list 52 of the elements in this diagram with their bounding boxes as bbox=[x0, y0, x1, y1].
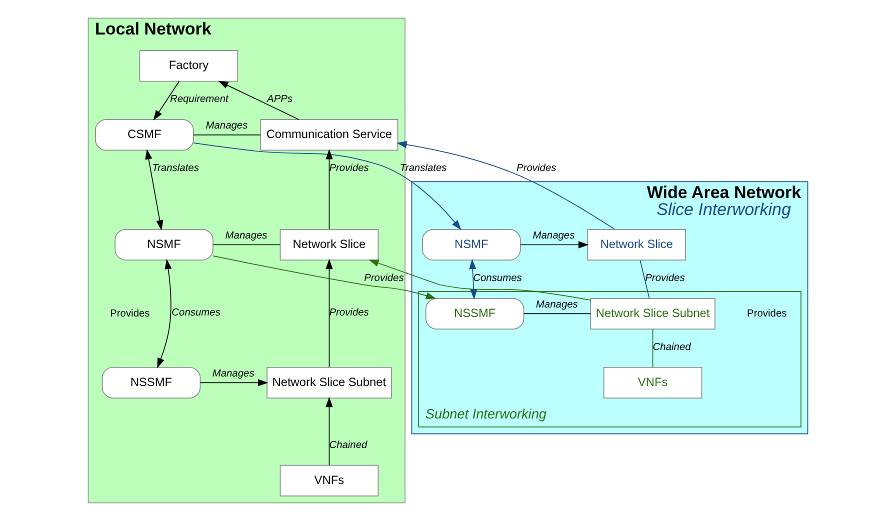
node-box: Factory bbox=[139, 50, 238, 82]
node-box: VNFs bbox=[603, 366, 702, 398]
node-box: NSMF bbox=[114, 229, 214, 260]
arrow bbox=[200, 379, 268, 386]
node-box: NSSMF bbox=[425, 298, 524, 330]
edge-label: Consumes bbox=[172, 308, 220, 319]
arrow bbox=[326, 149, 333, 230]
arrow bbox=[326, 258, 333, 368]
edge-label: Provides bbox=[645, 273, 685, 284]
edge-label: Manages bbox=[212, 368, 254, 380]
connector bbox=[524, 313, 591, 314]
label: Provides bbox=[110, 308, 150, 320]
edge-label: Provides bbox=[329, 163, 369, 174]
edge-label: Manages bbox=[206, 120, 248, 132]
connector bbox=[212, 244, 280, 246]
edge-label: Provides bbox=[329, 308, 369, 319]
edge-label: Translates bbox=[400, 163, 447, 174]
node-box: Network Slice bbox=[280, 229, 379, 260]
node-box: Network Slice Subnet bbox=[266, 366, 392, 398]
node-box: NSSMF bbox=[102, 366, 201, 398]
connector bbox=[640, 260, 650, 299]
edge-label: Provides bbox=[516, 163, 556, 174]
arrow bbox=[520, 241, 589, 248]
label: Provides bbox=[747, 308, 787, 320]
arrow bbox=[145, 149, 164, 230]
edge-label: APPs bbox=[267, 94, 293, 106]
arrow bbox=[218, 80, 300, 120]
arrow bbox=[368, 260, 592, 301]
edge-label: Consumes bbox=[473, 273, 522, 284]
edge-label: Translates bbox=[152, 163, 199, 174]
arrow bbox=[157, 258, 172, 368]
node-box: Network Slice bbox=[587, 229, 686, 260]
arrow bbox=[193, 142, 462, 230]
edge-label: Chained bbox=[652, 342, 691, 353]
node-box: Communication Service bbox=[260, 119, 398, 151]
edge-label: Requirement bbox=[170, 94, 228, 106]
arrow bbox=[212, 256, 436, 300]
edge-label: Manages bbox=[532, 230, 575, 242]
connector bbox=[652, 328, 654, 368]
node-box: NSMF bbox=[422, 229, 521, 260]
edge-label: Manages bbox=[225, 230, 268, 242]
node-box: Network Slice Subnet bbox=[590, 298, 716, 330]
arrow bbox=[153, 80, 180, 121]
arrow bbox=[396, 141, 615, 230]
connector bbox=[193, 134, 261, 136]
arrow bbox=[326, 396, 333, 466]
edge-label: Provides bbox=[364, 273, 404, 284]
edge-label: Chained bbox=[329, 440, 368, 451]
node-box: CSMF bbox=[95, 119, 194, 151]
edge-label: Manages bbox=[536, 299, 578, 310]
node-box: VNFs bbox=[280, 464, 379, 496]
arrow bbox=[469, 258, 478, 300]
